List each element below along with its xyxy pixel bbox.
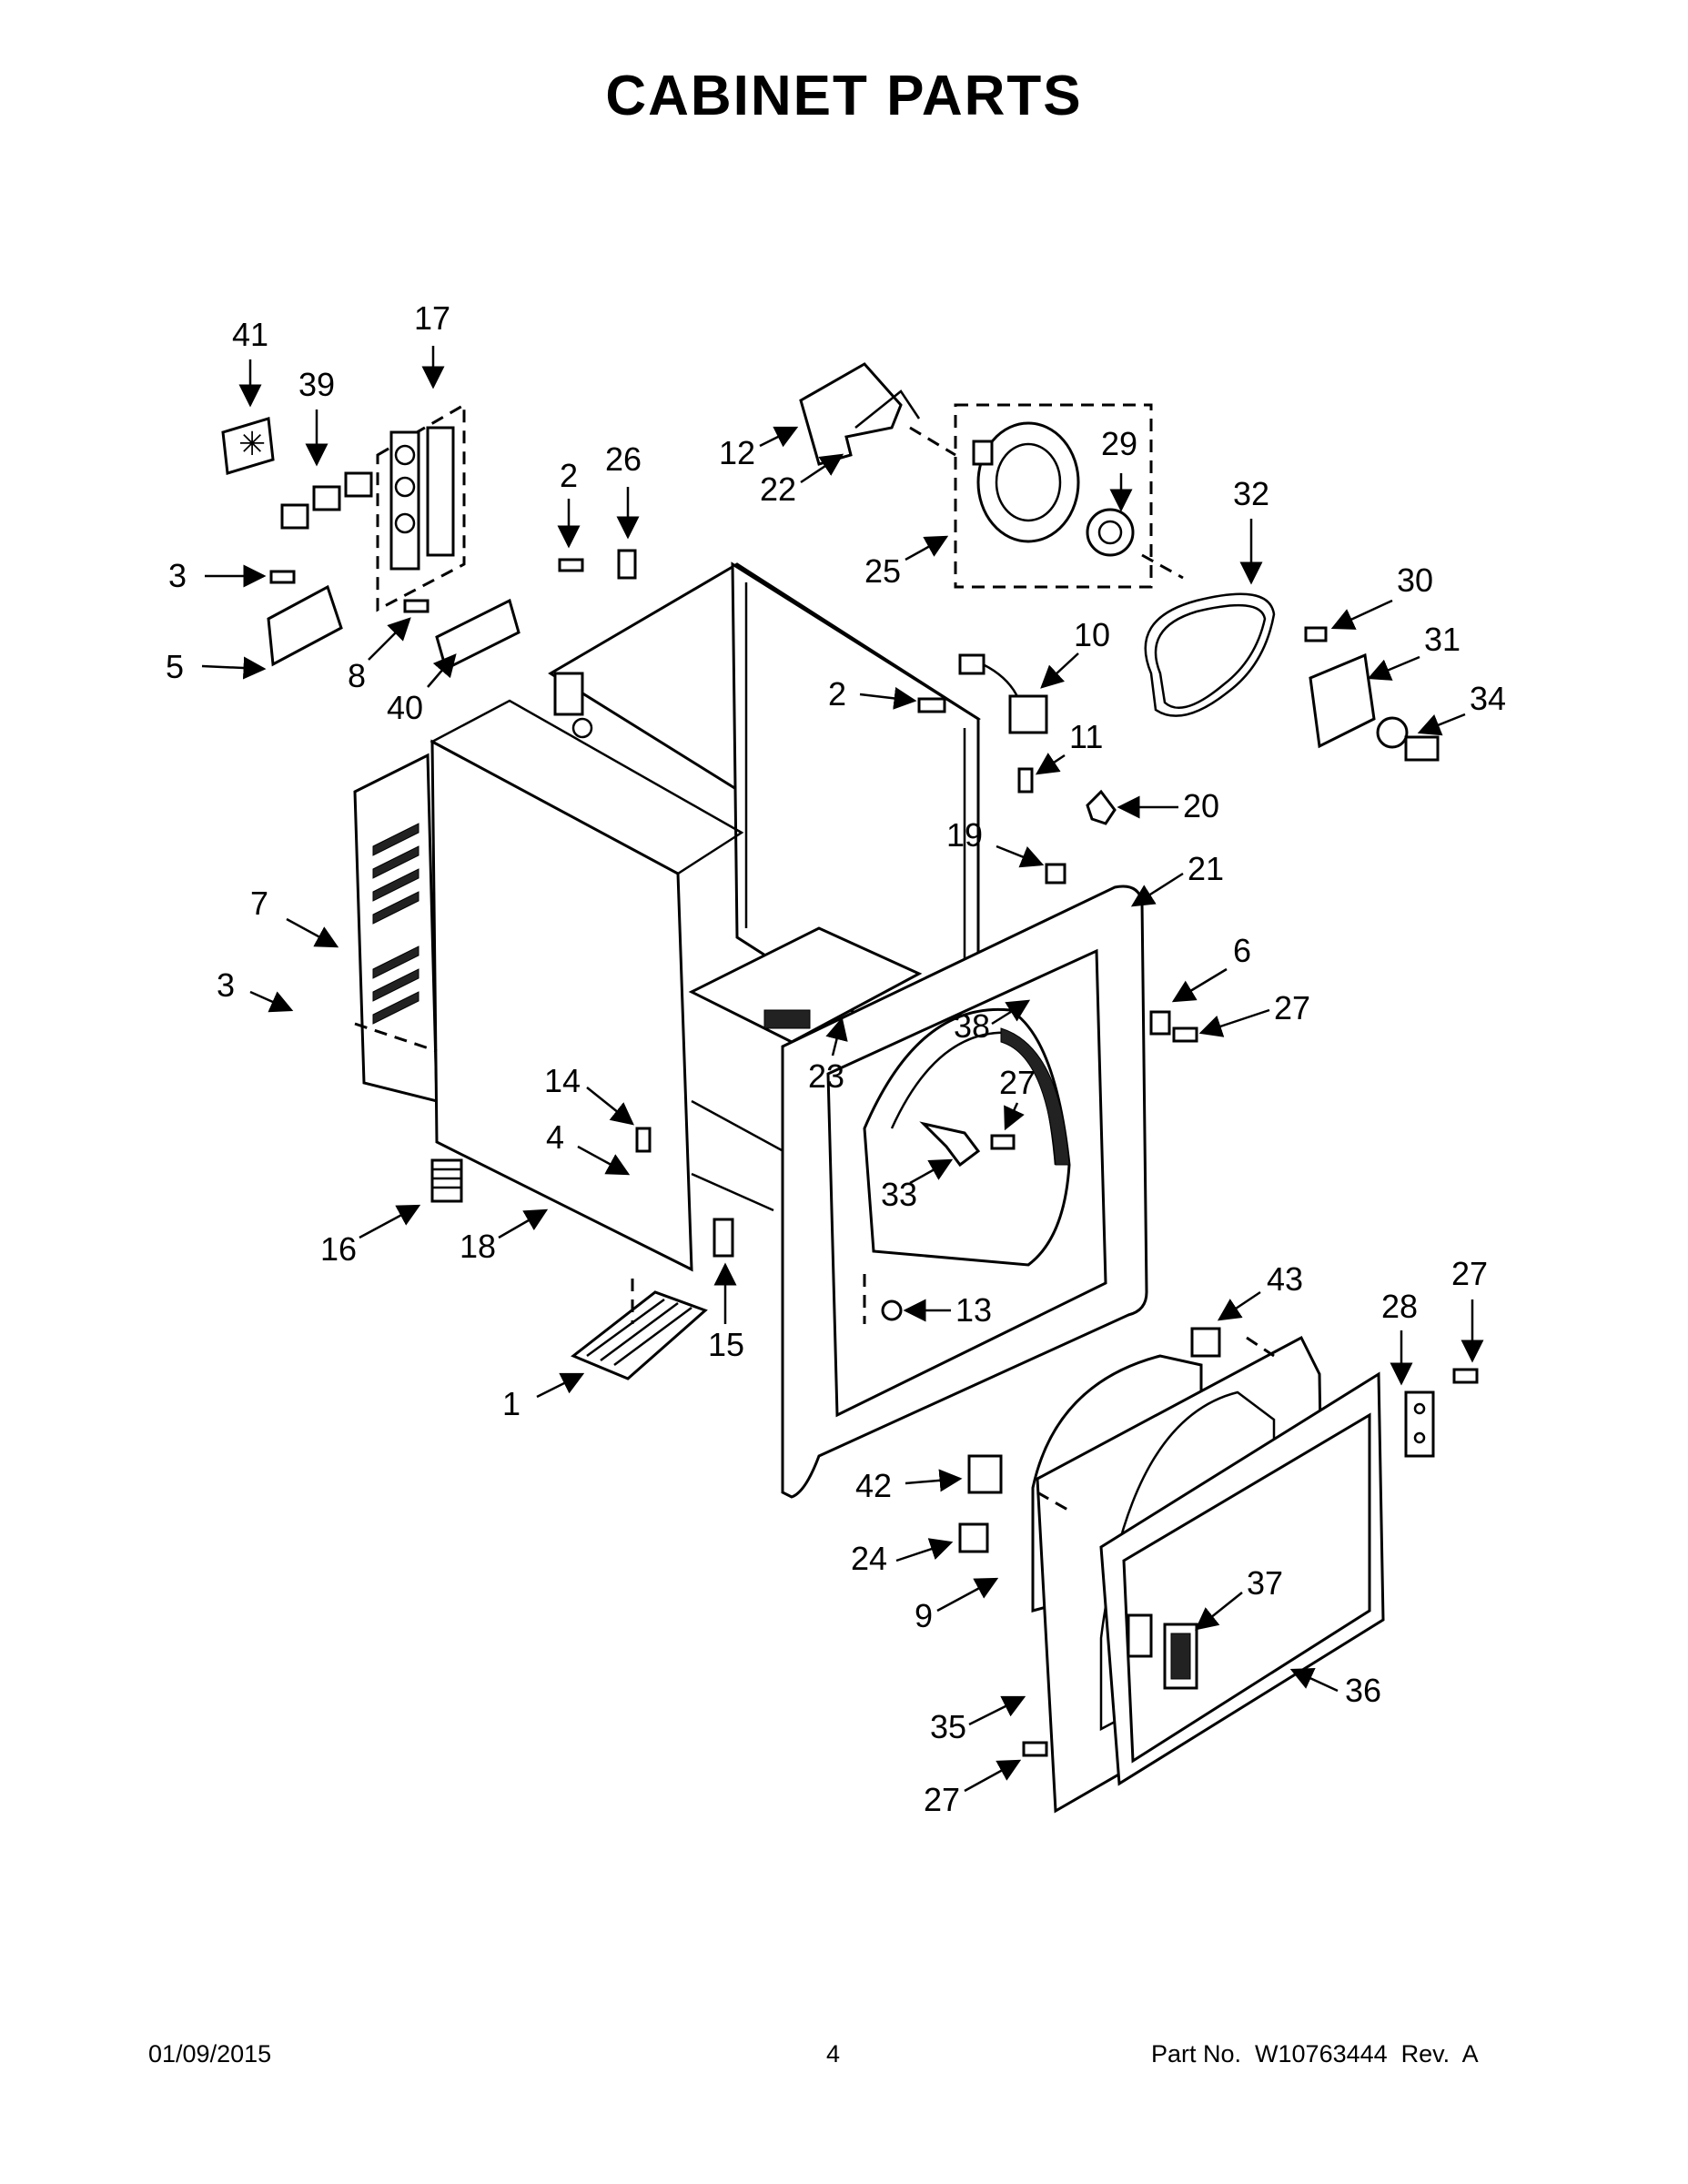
callout-29: 29: [1101, 425, 1137, 462]
wire-harness-17: [376, 402, 466, 612]
footer-part-number: Part No. W10763444 Rev. A: [1151, 2040, 1479, 2068]
connector-lines: [354, 426, 1275, 1512]
callout-34: 34: [1470, 680, 1506, 717]
callout-10: 10: [1074, 616, 1110, 653]
footer-date: 01/09/2015: [148, 2040, 272, 2068]
callout-14: 14: [544, 1062, 581, 1099]
callout-28: 28: [1381, 1288, 1418, 1325]
callout-19: 19: [946, 816, 983, 854]
cabinet-main-side: [430, 699, 744, 1272]
callout-1: 1: [502, 1385, 521, 1422]
callout-4: 4: [546, 1118, 564, 1156]
callout-3-top: 3: [168, 557, 187, 594]
footer-page-number: 4: [826, 2040, 841, 2068]
bracket-5: [267, 584, 343, 667]
screw-30: [1304, 626, 1328, 642]
callout-39: 39: [298, 366, 335, 403]
callouts: 41 39 17 2 26 3 5 8 40 12 22 29: [166, 299, 1506, 1818]
callout-3-bottom: 3: [217, 966, 235, 1004]
callout-43: 43: [1267, 1260, 1303, 1298]
cabinet-side-panel-left: [353, 753, 439, 1103]
clip-26: [617, 549, 637, 580]
callout-2-right: 2: [828, 675, 846, 713]
callout-40: 40: [387, 689, 423, 726]
callout-7: 7: [250, 885, 268, 922]
cabinet-base: [688, 926, 923, 1212]
callout-27-bottom: 27: [924, 1781, 960, 1818]
label-43: [1190, 1327, 1221, 1358]
callout-22: 22: [760, 470, 796, 508]
hinge-clip-6: [1149, 1010, 1171, 1036]
callout-16: 16: [320, 1230, 357, 1268]
svg-text:✳: ✳: [238, 425, 266, 462]
motor-bracket-12: [799, 362, 921, 466]
screw-8: [403, 599, 430, 613]
callout-5: 5: [166, 648, 184, 685]
callout-24: 24: [851, 1540, 887, 1577]
screw-2-right: [917, 697, 946, 713]
callout-38: 38: [954, 1007, 990, 1045]
leveling-leg: [430, 1158, 463, 1203]
screw-3-top: [269, 570, 296, 584]
side-vents: [372, 823, 419, 1025]
callout-27-mid: 27: [999, 1064, 1036, 1101]
strike-15: [713, 1218, 734, 1258]
screw-27-mid: [990, 1134, 1016, 1150]
callout-35: 35: [930, 1708, 966, 1745]
callout-26: 26: [605, 440, 642, 478]
callout-27-right: 27: [1274, 989, 1310, 1026]
screw-11: [1017, 767, 1034, 794]
screw-14: [635, 1127, 652, 1153]
callout-36: 36: [1345, 1672, 1381, 1709]
glide-20: [1086, 789, 1117, 825]
callout-15: 15: [708, 1326, 744, 1363]
callout-20: 20: [1183, 787, 1219, 824]
catch-24: [958, 1522, 989, 1553]
screw-2-left: [558, 558, 584, 572]
callout-13: 13: [955, 1291, 992, 1329]
handle-37: [1163, 1623, 1198, 1690]
toe-kick: [571, 1290, 708, 1380]
callout-11: 11: [1069, 718, 1103, 755]
plug-13: [881, 1299, 903, 1321]
terminal-block-40: [435, 598, 521, 672]
motor-assembly-25: [954, 403, 1153, 589]
idler-bracket-31: [1309, 652, 1376, 749]
screw-27-hinge: [1452, 1368, 1479, 1384]
callout-41: 41: [232, 316, 268, 353]
callout-31: 31: [1424, 621, 1461, 658]
page-title: CABINET PARTS: [605, 65, 1083, 127]
hinge-28: [1404, 1390, 1435, 1458]
callout-8: 8: [348, 657, 366, 694]
callout-42: 42: [855, 1467, 892, 1504]
label-41: ✳: [221, 417, 275, 475]
strike-42: [967, 1454, 1003, 1494]
callout-17: 17: [414, 299, 450, 337]
callout-27-hinge: 27: [1451, 1255, 1488, 1292]
callout-2-left: 2: [560, 457, 578, 494]
callout-30: 30: [1397, 561, 1433, 599]
door-switch-group-39: [280, 471, 373, 530]
screw-27-right: [1172, 1026, 1198, 1043]
callout-18: 18: [460, 1228, 496, 1265]
drive-belt-32: [1144, 592, 1276, 717]
callout-32: 32: [1233, 475, 1269, 512]
callout-37: 37: [1247, 1564, 1283, 1602]
callout-9: 9: [915, 1597, 933, 1634]
callout-21: 21: [1188, 850, 1224, 887]
callout-25: 25: [864, 552, 901, 590]
callout-23: 23: [808, 1057, 844, 1095]
thermal-fuse-harness-10: [958, 653, 1048, 734]
bracket-33: [919, 1121, 981, 1168]
screw-27-bottom: [1022, 1741, 1048, 1757]
clip-19: [1045, 863, 1066, 885]
idler-pulley-34: [1376, 716, 1440, 762]
callout-6: 6: [1233, 932, 1251, 969]
callout-12: 12: [719, 434, 755, 471]
